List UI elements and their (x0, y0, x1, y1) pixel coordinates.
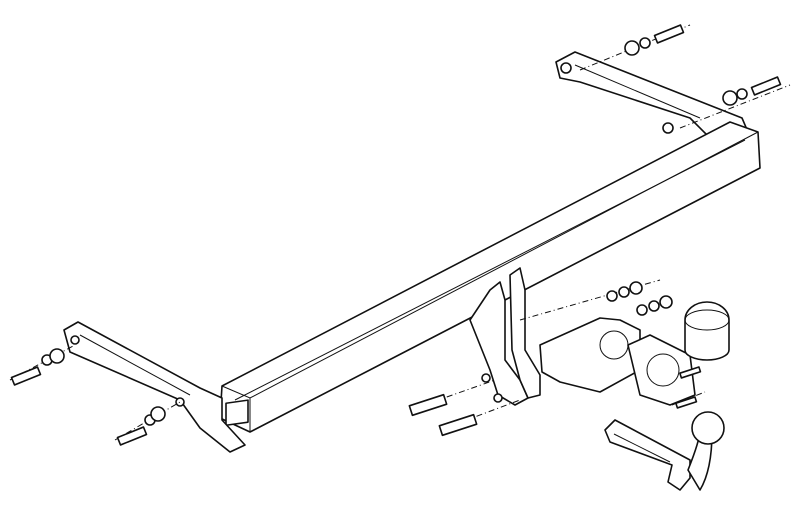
center-hitch-bracket (469, 267, 541, 406)
tow-ball-neck (604, 411, 725, 491)
right-mounting-bracket (555, 51, 749, 141)
socket-mounting-plate (539, 317, 696, 406)
ball-cover-cap (684, 301, 730, 361)
fasteners (9, 24, 791, 446)
left-mounting-bracket (63, 321, 246, 453)
main-cross-beam (219, 121, 761, 433)
